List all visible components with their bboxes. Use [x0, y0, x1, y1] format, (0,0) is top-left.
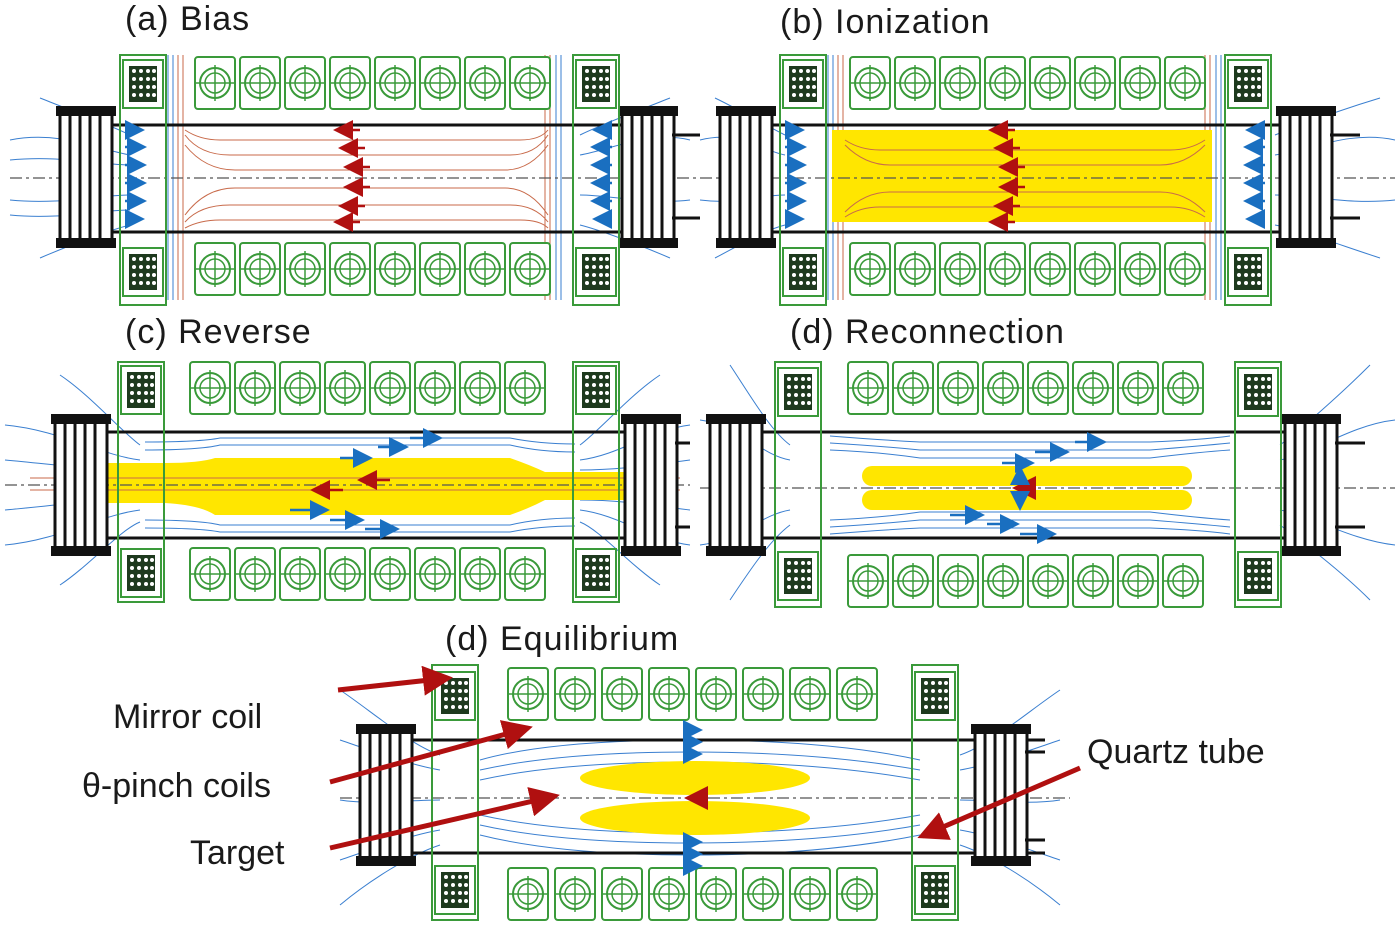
mirror-coil: [1237, 551, 1279, 601]
mirror-coil: [1227, 247, 1269, 297]
panel-title: (d) Equilibrium: [445, 620, 679, 658]
plasma: [862, 490, 1192, 510]
mirror-coil: [1237, 367, 1279, 417]
mirror-coil-frame: [1234, 361, 1282, 608]
mirror-coil: [575, 548, 617, 598]
field-arrows-blue: [683, 720, 703, 876]
inner-field-lines: [829, 435, 1231, 535]
panel-title: (a) Bias: [125, 0, 250, 38]
end-flange: [54, 104, 118, 250]
mirror-coil: [434, 865, 476, 915]
panel-reverse: (c) Reverse: [4, 313, 691, 603]
mirror-coil: [575, 247, 617, 297]
plasma: [832, 130, 1212, 222]
end-flange: [704, 412, 768, 558]
theta-pinch-label: θ-pinch coils: [82, 767, 271, 805]
end-flange: [1279, 412, 1343, 558]
mirror-coil: [1227, 59, 1269, 109]
mirror-coil-frame: [779, 54, 827, 306]
field-arrows-red: [310, 470, 390, 500]
mirror-coil-frame: [774, 361, 822, 608]
panel-title: (c) Reverse: [125, 313, 312, 351]
mirror-coil: [782, 247, 824, 297]
core-field-lines: [30, 477, 680, 491]
plasma: [95, 458, 642, 515]
mirror-coil: [777, 551, 819, 601]
mirror-coil-label: Mirror coil: [113, 698, 262, 736]
field-arrows-blue: [950, 432, 1107, 544]
field-arrows-blue: [125, 120, 612, 229]
mirror-coil: [782, 59, 824, 109]
end-flange: [1274, 104, 1338, 250]
mirror-coil: [575, 365, 617, 415]
end-flange: [619, 412, 683, 558]
field-arrows-blue: [785, 120, 1265, 229]
target-plasma: [580, 761, 810, 795]
mirror-coil-frame: [119, 54, 167, 306]
mirror-coil-frame: [911, 664, 959, 921]
mirror-coil: [122, 247, 164, 297]
panel-title: (d) Reconnection: [790, 313, 1065, 351]
mirror-coil-frame: [431, 664, 479, 921]
field-arrows-blue: [290, 428, 443, 539]
target-label: Target: [190, 834, 285, 872]
mirror-coil-frame: [117, 361, 165, 603]
end-flange: [354, 722, 418, 868]
mirror-coil: [120, 365, 162, 415]
inner-field-lines: [184, 129, 549, 229]
mirror-coil: [122, 59, 164, 109]
field-arrows-red: [988, 120, 1025, 232]
inner-field-lines: [844, 139, 1206, 218]
panel-ionization: (b) Ionization: [699, 3, 1396, 306]
label-pointers: [329, 665, 1081, 851]
mirror-coil: [120, 548, 162, 598]
mirror-coil: [575, 59, 617, 109]
mirror-coil: [914, 865, 956, 915]
panel-bias: (a) Bias: [9, 0, 700, 306]
target-plasma: [580, 801, 810, 835]
mirror-coil: [777, 367, 819, 417]
inner-field-lines: [144, 437, 576, 533]
mirror-coil-frame: [572, 54, 620, 306]
panel-equilibrium: (d) Equilibrium: [82, 620, 1265, 921]
plasma: [862, 466, 1192, 486]
field-arrows-red: [333, 120, 370, 232]
panel-title: (b) Ionization: [780, 3, 991, 41]
mirror-coil: [914, 671, 956, 721]
end-flange: [714, 104, 778, 250]
end-flange: [616, 104, 680, 250]
end-flange: [49, 412, 113, 558]
panel-reconnection: (d) Reconnection: [699, 313, 1396, 608]
mirror-coil-frame: [1224, 54, 1272, 306]
mirror-coil-frame: [572, 361, 620, 603]
quartz-tube-label: Quartz tube: [1087, 733, 1265, 771]
theta-pinch-coils: [194, 56, 551, 296]
